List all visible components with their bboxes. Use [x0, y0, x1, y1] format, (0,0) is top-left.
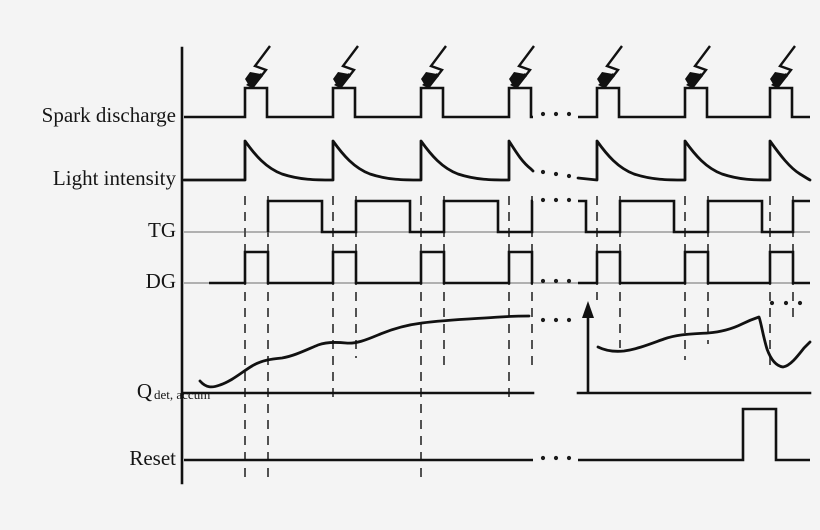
q-accumulation-curve-right — [596, 315, 812, 369]
row-label-tg: TG — [148, 218, 176, 242]
row-spark-discharge: Spark discharge — [42, 45, 810, 127]
dg-break-ellipsis — [540, 278, 572, 284]
lightning-bolt-icon-2 — [333, 45, 359, 89]
q-break-ellipsis — [540, 317, 572, 323]
row-q-det-accum: Q det, accum — [137, 300, 812, 403]
row-label-reset: Reset — [129, 446, 176, 470]
light-intensity-waveform-left — [182, 139, 535, 182]
spark-discharge-waveform-left — [184, 86, 533, 119]
row-reset: Reset — [129, 407, 810, 470]
tg-waveform-right — [578, 199, 810, 234]
tg-break-ellipsis — [540, 197, 572, 203]
q-accumulation-curve-left — [198, 314, 531, 389]
lightning-bolt-icon-5 — [597, 45, 623, 89]
reset-break-ellipsis — [540, 455, 572, 461]
light-intensity-waveform-right — [576, 139, 812, 182]
tg-waveform-left — [266, 199, 534, 234]
row-label-spark-discharge: Spark discharge — [42, 103, 176, 127]
row-dg: DG — [146, 250, 810, 293]
row-tg: TG — [148, 197, 810, 242]
dg-waveform-right — [578, 250, 810, 285]
lightning-bolt-icon-7 — [770, 45, 796, 89]
q-continuation-ellipsis — [769, 300, 803, 306]
lightning-bolt-icon-4 — [509, 45, 535, 89]
row-label-q-det-accum-subscript: det, accum — [154, 387, 210, 402]
lightning-bolt-icon-1 — [245, 45, 271, 89]
spark-discharge-break-ellipsis — [540, 111, 572, 117]
reset-waveform-right — [578, 407, 810, 462]
dg-waveform-left — [209, 250, 534, 285]
row-label-light-intensity: Light intensity — [53, 166, 177, 190]
row-label-dg: DG — [146, 269, 176, 293]
spark-discharge-waveform-right — [578, 86, 810, 119]
reset-up-arrow — [582, 301, 594, 393]
row-label-q-det-accum: Q — [137, 379, 152, 403]
lightning-bolt-icon-3 — [421, 45, 447, 89]
lightning-bolt-icon-6 — [685, 45, 711, 89]
light-intensity-break-ellipsis — [540, 169, 572, 179]
row-light-intensity: Light intensity — [53, 139, 812, 190]
